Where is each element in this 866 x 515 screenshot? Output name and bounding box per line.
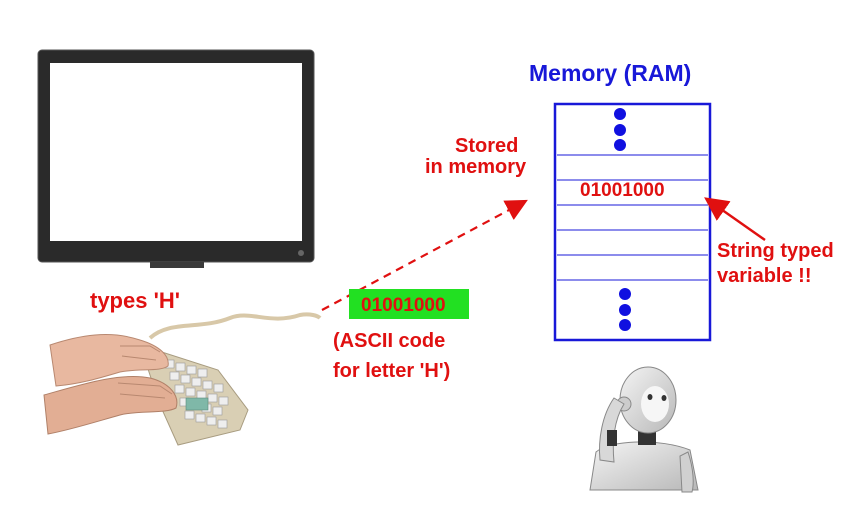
monitor-icon (37, 49, 315, 268)
types-label: types 'H' (90, 288, 180, 313)
ascii-caption-line1: (ASCII code (333, 330, 446, 352)
ellipsis-dot (614, 124, 626, 136)
memory-title: Memory (RAM) (529, 60, 692, 86)
store-arrow (321, 199, 528, 311)
memory-block (553, 102, 712, 342)
memory-stored-value: 01001000 (580, 180, 665, 201)
stored-label-line2: in memory (425, 156, 527, 178)
variable-arrow (704, 197, 766, 241)
ascii-caption-line2: for letter 'H') (333, 360, 451, 382)
ellipsis-dot (614, 139, 626, 151)
ellipsis-dot (614, 108, 626, 120)
hands-typing-keyboard-icon (43, 312, 322, 446)
ellipsis-dot (619, 319, 631, 331)
stored-label-line1: Stored (455, 135, 519, 157)
string-variable-label-line2: variable !! (717, 265, 812, 287)
ellipsis-dot (619, 304, 631, 316)
robot-thinking-icon (589, 366, 699, 493)
string-variable-label-line1: String typed (717, 240, 834, 262)
ellipsis-dot (619, 288, 631, 300)
ascii-code-value: 01001000 (361, 295, 446, 316)
ascii-code-highlight (349, 289, 469, 319)
